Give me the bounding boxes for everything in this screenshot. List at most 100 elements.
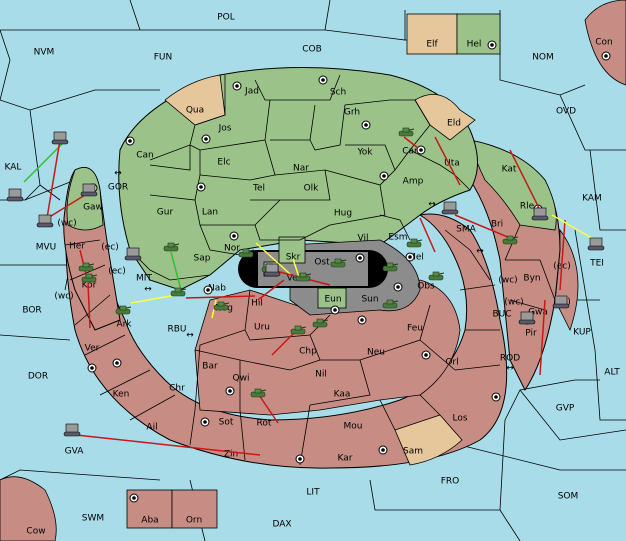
army-unit[interactable] <box>502 235 519 245</box>
move-order-line <box>551 214 596 241</box>
army-unit[interactable] <box>213 301 230 311</box>
label-hil: Hil <box>251 299 263 309</box>
supply-centre <box>125 136 135 146</box>
fleet-unit[interactable] <box>263 263 281 277</box>
label-chr: Chr <box>169 384 185 394</box>
label-elc: Elc <box>217 158 230 168</box>
supply-centre <box>393 282 403 292</box>
label-car: Car <box>402 147 418 157</box>
fleet-unit[interactable] <box>531 207 549 221</box>
supply-centre <box>112 358 122 368</box>
fleet-unit[interactable] <box>36 214 54 228</box>
region-gaw[interactable] <box>66 167 104 231</box>
supply-centre <box>129 493 139 503</box>
label-dor: DOR <box>28 372 48 382</box>
army-unit[interactable] <box>81 273 98 283</box>
army-unit[interactable] <box>295 272 312 282</box>
coast-label-wc-kor: (wc) <box>54 292 73 302</box>
region-qua[interactable] <box>164 74 226 126</box>
region-skr[interactable] <box>278 236 306 264</box>
army-unit[interactable] <box>398 127 415 137</box>
label-mou: Mou <box>344 422 363 432</box>
army-unit[interactable] <box>78 262 95 272</box>
army-unit[interactable] <box>382 299 399 309</box>
label-ost: Ost <box>314 258 330 268</box>
fleet-unit[interactable] <box>587 237 605 251</box>
label-hel: Hel <box>467 40 482 50</box>
label-nab: Nab <box>208 284 226 294</box>
label-alt: ALT <box>604 368 620 378</box>
army-unit[interactable] <box>290 325 307 335</box>
army-unit[interactable] <box>238 248 255 258</box>
supply-centre <box>601 51 611 61</box>
region-orn[interactable] <box>171 489 218 529</box>
army-unit[interactable] <box>312 318 329 328</box>
label-rbu: RBU <box>167 325 186 335</box>
label-jad: Jad <box>244 87 259 97</box>
move-order-line <box>257 279 285 301</box>
label-jos: Jos <box>218 124 232 134</box>
fleet-unit[interactable] <box>80 183 98 197</box>
label-neu: Neu <box>367 348 385 358</box>
label-con: Con <box>595 38 613 48</box>
fleet-unit[interactable] <box>6 188 24 202</box>
label-chp: Chp <box>299 347 317 357</box>
move-order-line <box>434 136 461 186</box>
fleet-unit[interactable] <box>63 423 81 437</box>
supply-centre <box>295 454 305 464</box>
label-yok: Yok <box>356 148 373 158</box>
label-cow: Cow <box>26 527 45 537</box>
army-unit[interactable] <box>250 388 267 398</box>
label-uru: Uru <box>254 323 270 333</box>
move-order-line <box>185 295 256 299</box>
region-eld[interactable] <box>414 93 476 141</box>
supply-centre <box>357 315 367 325</box>
move-order-line <box>75 434 261 456</box>
move-order-line <box>539 299 546 376</box>
label-kup: KUP <box>573 328 591 338</box>
supply-centre <box>421 350 431 360</box>
label-zin: Zin <box>224 450 238 460</box>
label-byn: Byn <box>523 274 540 284</box>
supply-centre <box>379 171 389 181</box>
region-elf[interactable] <box>406 13 458 55</box>
label-kaa: Kaa <box>334 390 351 400</box>
label-eun: Eun <box>324 295 341 305</box>
label-cob: COB <box>302 45 322 55</box>
label-orl: Orl <box>445 358 458 368</box>
region-sam[interactable] <box>394 414 463 466</box>
label-bri: Bri <box>491 220 503 230</box>
fleet-unit[interactable] <box>124 247 142 261</box>
label-qwi: Qwi <box>233 374 250 384</box>
army-unit[interactable] <box>330 258 347 268</box>
fleet-unit[interactable] <box>441 201 459 215</box>
fleet-unit[interactable] <box>552 295 570 309</box>
supply-centre <box>318 75 328 85</box>
fleet-unit[interactable] <box>51 131 69 145</box>
label-tei: TEI <box>589 259 604 269</box>
label-lan: Lan <box>202 208 218 218</box>
army-unit[interactable] <box>406 238 423 248</box>
label-dax: DAX <box>272 520 291 530</box>
label-ovd: OVD <box>556 107 576 117</box>
continent-inner-south <box>194 279 461 416</box>
label-hug: Hug <box>334 209 352 219</box>
army-unit[interactable] <box>115 305 132 315</box>
label-kat: Kat <box>502 165 517 175</box>
move-order-line <box>419 217 436 253</box>
label-vil: Vil <box>358 234 369 244</box>
army-unit[interactable] <box>382 262 399 272</box>
supply-centre <box>200 417 210 427</box>
army-unit[interactable] <box>163 242 180 252</box>
move-order-line <box>255 242 291 275</box>
coast-label-ec-kor: (ec) <box>108 267 126 277</box>
label-nil: Nil <box>315 370 327 380</box>
region-cow[interactable] <box>0 476 57 541</box>
label-nar: Nar <box>293 164 309 174</box>
army-unit[interactable] <box>428 271 445 281</box>
army-unit[interactable] <box>170 287 187 297</box>
supply-centre <box>203 285 213 295</box>
move-order-line <box>23 142 64 183</box>
fleet-unit[interactable] <box>518 311 536 325</box>
